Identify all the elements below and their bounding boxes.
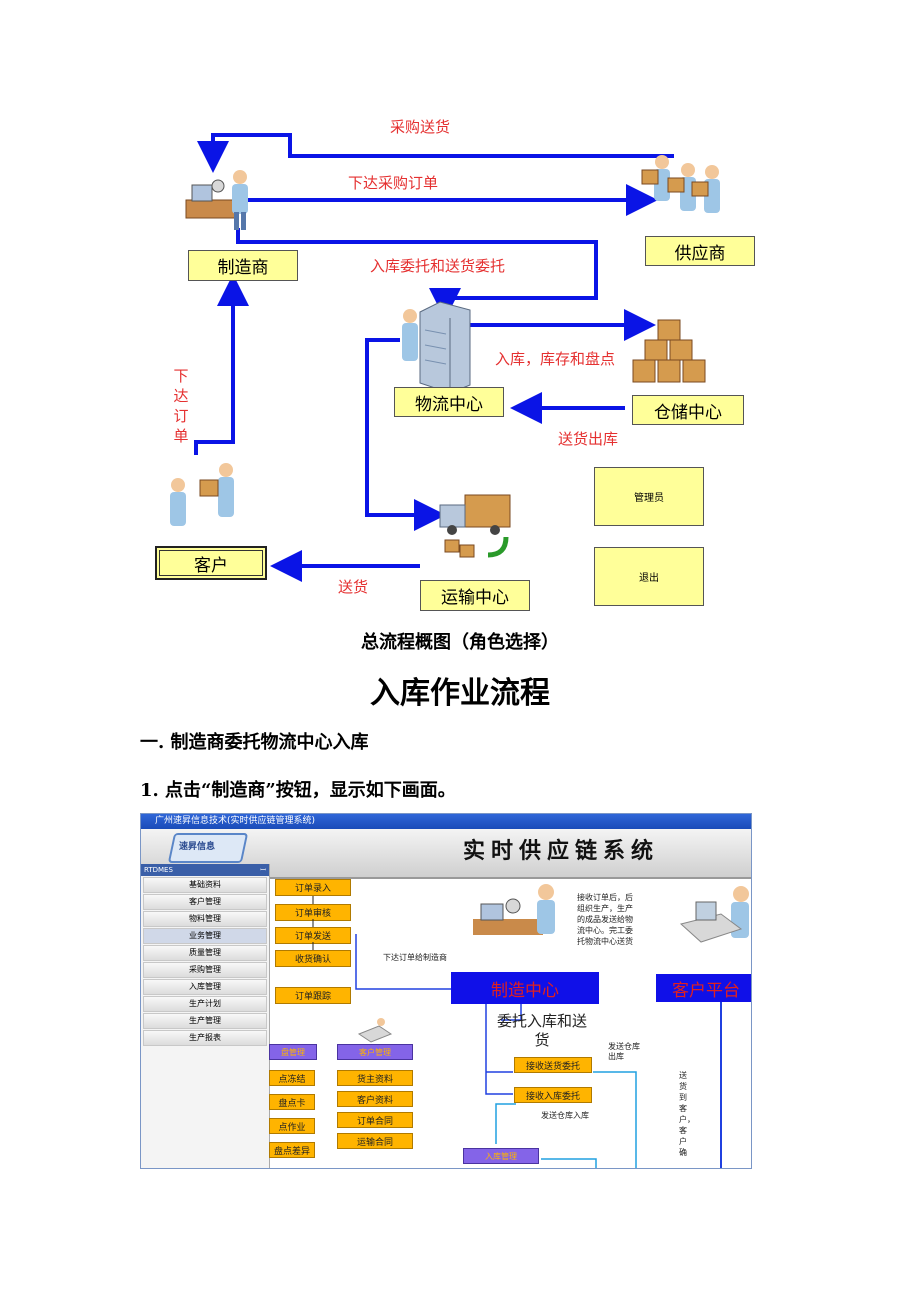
customer-col-button[interactable]: 货主资料 [337, 1070, 413, 1086]
left-purple-button[interactable]: 盘管理 [269, 1044, 317, 1060]
send-wh-in-text: 发送仓库入库 [541, 1111, 589, 1120]
flow-button[interactable]: 收货确认 [275, 950, 351, 967]
label-purchase-delivery: 采购送货 [390, 118, 451, 136]
sidebar-item[interactable]: 生产管理 [143, 1013, 267, 1029]
left-col-button[interactable]: 盘点卡 [269, 1094, 315, 1110]
customer-col-button[interactable]: 客户资料 [337, 1091, 413, 1107]
left-col-button[interactable]: 点冻结 [269, 1070, 315, 1086]
sidebar-item[interactable]: 业务管理 [143, 928, 267, 944]
screen-flow-lines [312, 884, 749, 1168]
label-issue-po: 下达采购订单 [348, 174, 439, 192]
customer-col-button[interactable]: 订单合同 [337, 1112, 413, 1128]
customer-mgmt-button[interactable]: 客户管理 [337, 1044, 413, 1060]
manufacturer-button[interactable]: 制造商 [188, 250, 298, 281]
mfg-figure-icon [473, 884, 555, 935]
sidebar-item[interactable]: 生产报表 [143, 1030, 267, 1046]
logistics-center-button[interactable]: 物流中心 [394, 387, 504, 417]
supplier-figure-icon [641, 155, 720, 213]
system-title: 实时供应链系统 [463, 838, 660, 864]
flow-button[interactable]: 订单发送 [275, 927, 351, 944]
sidebar-item[interactable]: 客户管理 [143, 894, 267, 910]
desk-figure-icon [357, 1018, 393, 1043]
label-inbound-stock-count: 入库，库存和盘点 [495, 350, 616, 368]
sidebar-item[interactable]: 质量管理 [143, 945, 267, 961]
step-text: 1. 点击“制造商”按钮，显示如下画面。 [140, 780, 456, 801]
pin-icon[interactable]: ꟷ [260, 866, 266, 874]
logistics-server-icon [402, 301, 471, 394]
flow-diagram [170, 133, 720, 582]
customer-button[interactable]: 客户 [155, 546, 267, 580]
sidebar-item[interactable]: 采购管理 [143, 962, 267, 978]
manufacturer-figure-icon [185, 170, 248, 230]
sidebar-item[interactable]: 物料管理 [143, 911, 267, 927]
app-screenshot: 广州速昇信息技术(实时供应链管理系统) 速昇信息 实时供应链系统 RTDMES … [140, 813, 752, 1169]
flow-button[interactable]: 订单录入 [275, 879, 351, 896]
transport-center-button[interactable]: 运输中心 [420, 580, 530, 611]
logo-text: 速昇信息 [179, 842, 216, 852]
customer-platform-button[interactable]: 客户平台 [656, 974, 751, 1002]
left-col-button[interactable]: 盘点差异 [269, 1142, 315, 1158]
inbound-mgmt-button[interactable]: 入库管理 [463, 1148, 539, 1164]
delivery-truck-icon [439, 494, 511, 558]
entrust-text: 委托入库和送货 [497, 1012, 588, 1049]
sidebar-header: RTDMES ꟷ [141, 864, 269, 876]
warehouse-boxes-icon [632, 319, 706, 383]
label-delivery-outbound: 送货出库 [558, 430, 619, 448]
sidebar-item[interactable]: 生产计划 [143, 996, 267, 1012]
issue-to-mfg-text: 下达订单给制造商 [383, 953, 447, 962]
deliver-confirm-text: 送货到客户，客户确 [679, 1071, 695, 1157]
section-heading: 一. 制造商委托物流中心入库 [140, 732, 369, 753]
label-place-order: 下达订单 [173, 367, 189, 445]
customer-figure-icon [170, 463, 234, 526]
recv-inbound-button[interactable]: 接收入库委托 [514, 1087, 592, 1103]
sidebar-item[interactable]: 入库管理 [143, 979, 267, 995]
recv-delivery-button[interactable]: 接收送货委托 [514, 1057, 592, 1073]
label-deliver: 送货 [338, 578, 369, 596]
warehouse-center-button[interactable]: 仓储中心 [632, 395, 744, 425]
diagram-caption: 总流程概图（角色选择） [361, 632, 559, 653]
mfg-center-button[interactable]: 制造中心 [451, 972, 599, 1004]
sidebar: RTDMES ꟷ 基础资料客户管理物料管理业务管理质量管理采购管理入库管理生产计… [141, 864, 270, 1168]
page-title: 入库作业流程 [370, 676, 550, 711]
admin-button[interactable]: 管理员 [594, 467, 704, 526]
sidebar-item[interactable]: 基础资料 [143, 877, 267, 893]
mfg-note-text: 接收订单后，后组织生产，生产的成品发送给物流中心。完工委托物流中心送货 [577, 893, 633, 946]
left-col-button[interactable]: 点作业 [269, 1118, 315, 1134]
label-inbound-delivery-entrust: 入库委托和送货委托 [370, 257, 506, 275]
window-title: 广州速昇信息技术(实时供应链管理系统) [155, 816, 316, 826]
send-wh-out-text: 发送仓库出库 [608, 1042, 640, 1061]
customer-col-button[interactable]: 运输合同 [337, 1133, 413, 1149]
window-title-bar: 广州速昇信息技术(实时供应链管理系统) [141, 814, 751, 829]
customer-pc-icon [679, 886, 749, 943]
flow-button[interactable]: 订单跟踪 [275, 987, 351, 1004]
supplier-button[interactable]: 供应商 [645, 236, 755, 266]
exit-button[interactable]: 退出 [594, 547, 704, 606]
